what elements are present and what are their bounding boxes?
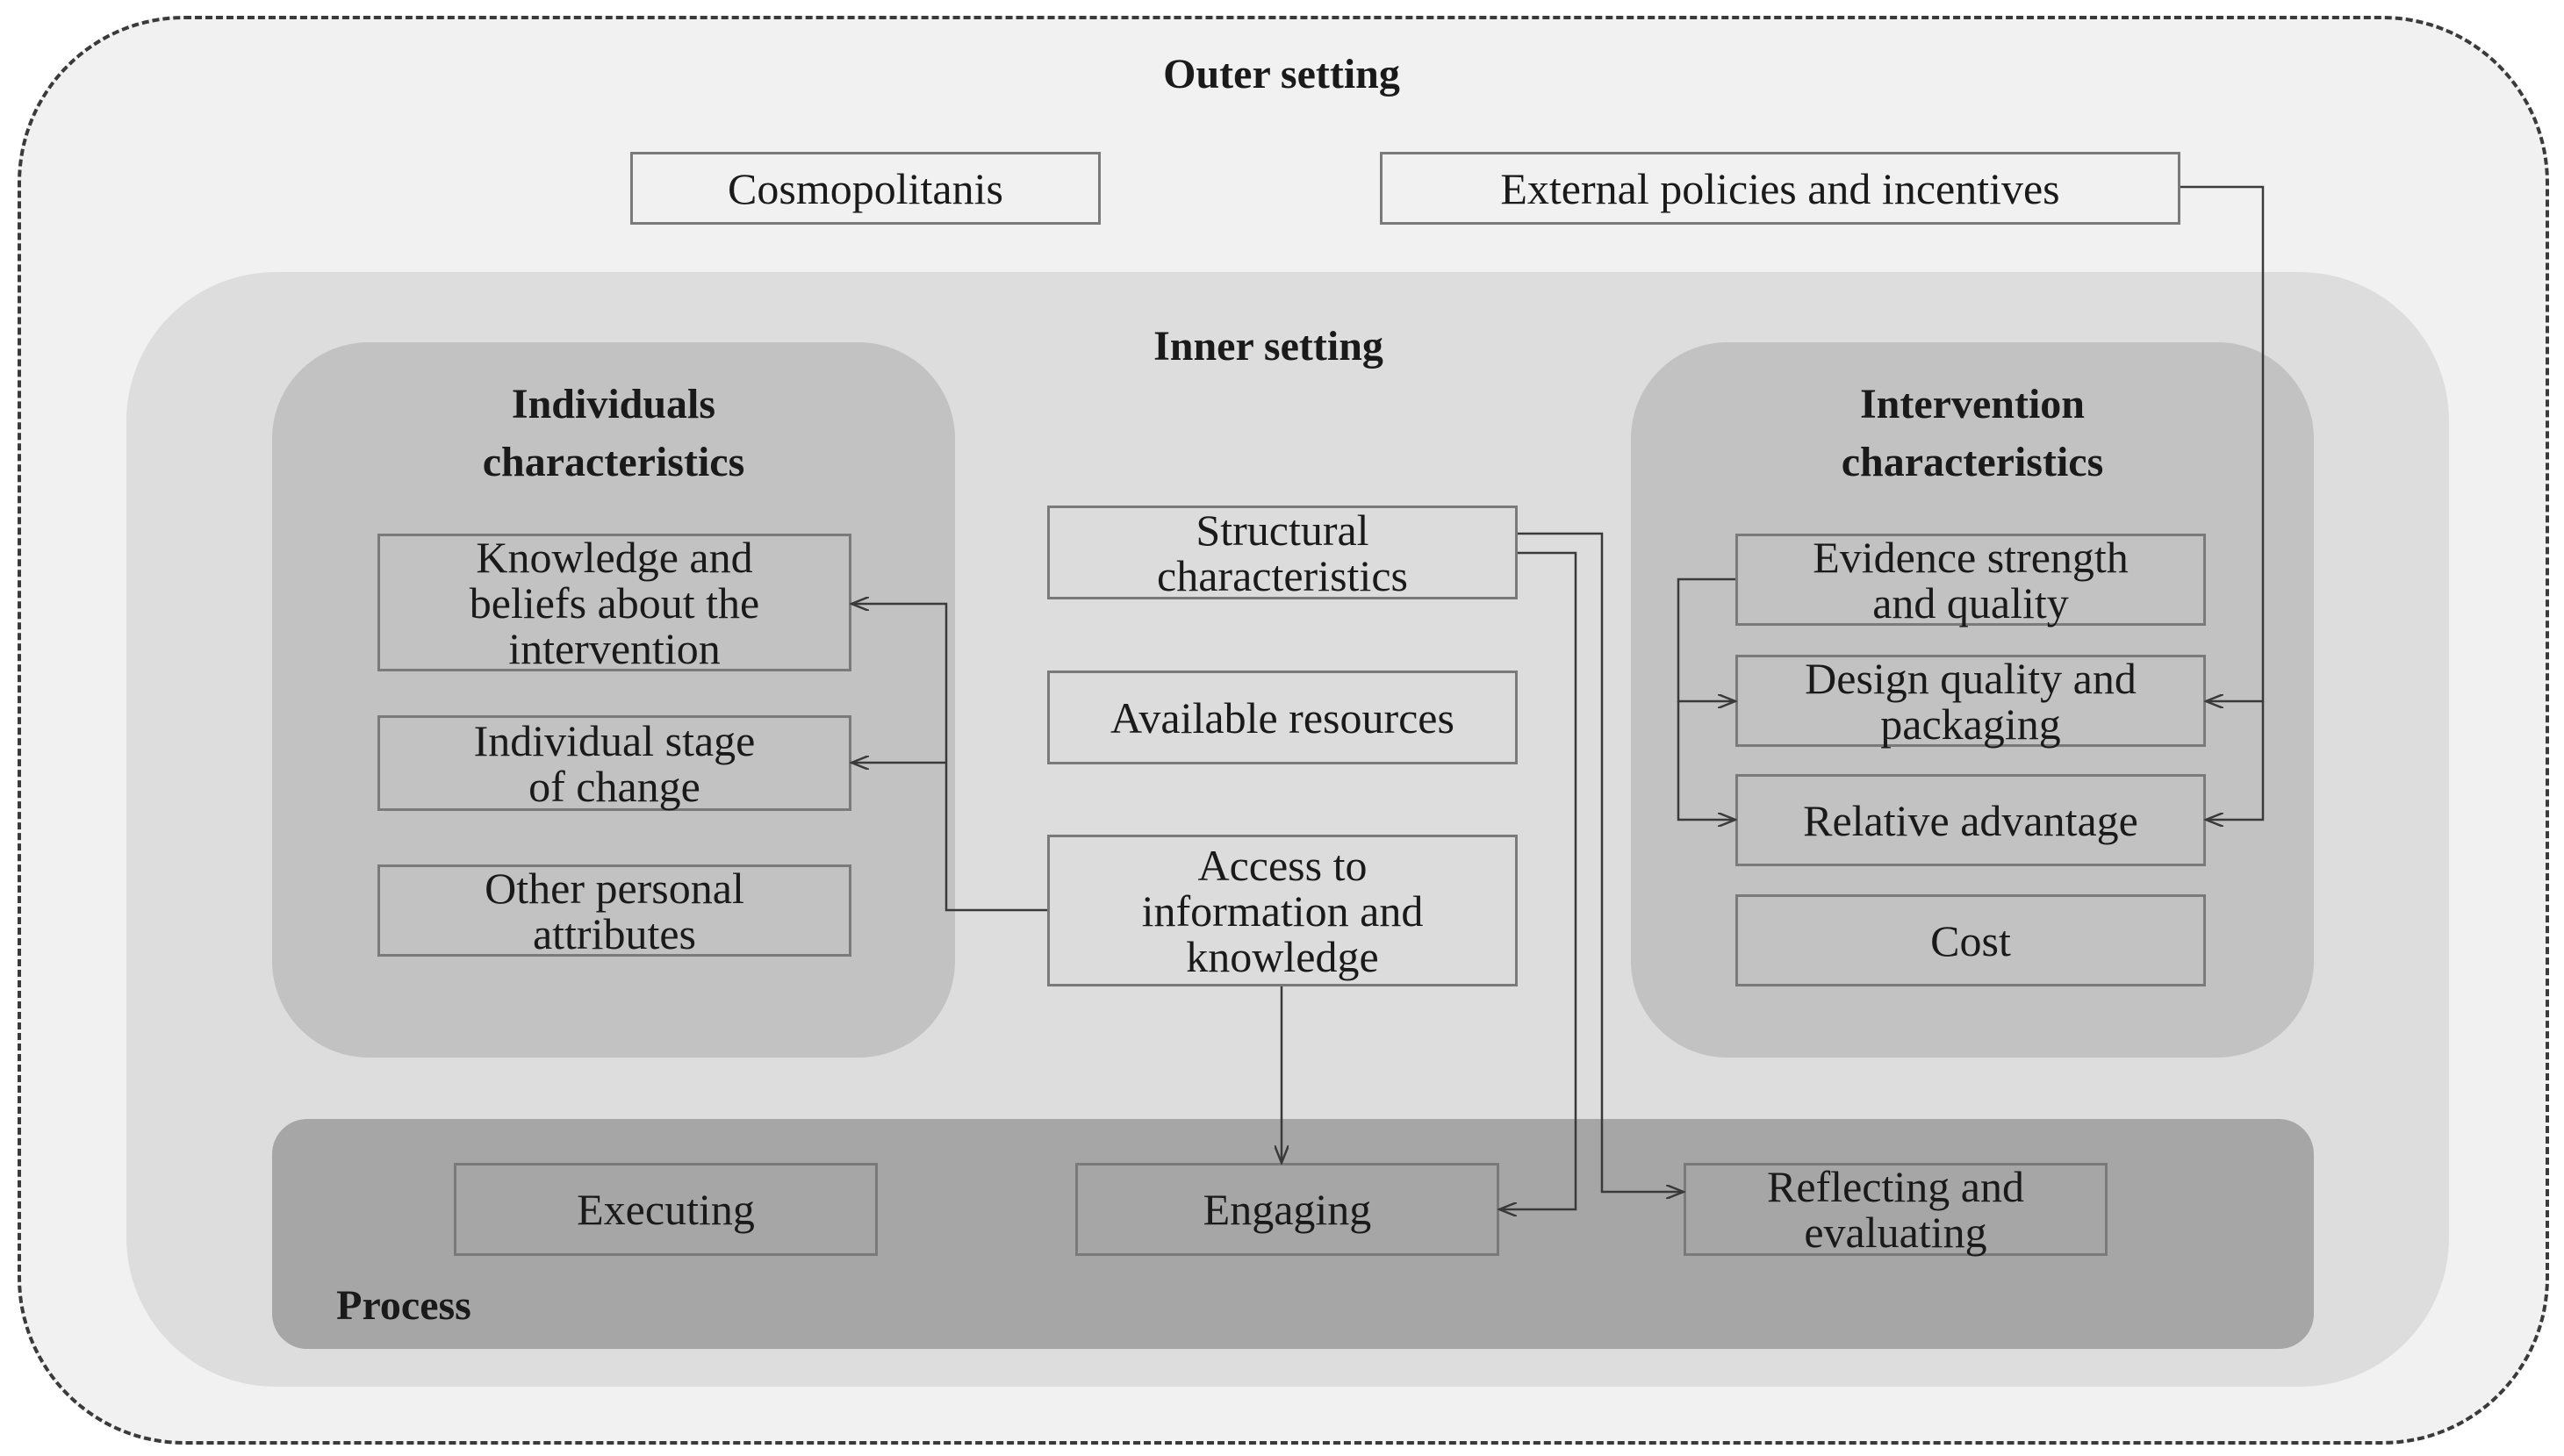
executing-box: Executing [454, 1163, 878, 1256]
available-resources-box: Available resources [1047, 671, 1518, 764]
other-personal-attributes-box: Other personal attributes [377, 864, 851, 957]
access-to-information-box: Access to information and knowledge [1047, 835, 1518, 986]
reflecting-evaluating-box: Reflecting and evaluating [1684, 1163, 2108, 1256]
knowledge-beliefs-box: Knowledge and beliefs about the interven… [377, 534, 851, 671]
structural-characteristics-box: Structural characteristics [1047, 506, 1518, 599]
engaging-box: Engaging [1075, 1163, 1499, 1256]
outer-setting-title: Outer setting [1163, 51, 1400, 97]
external-policies-box: External policies and incentives [1380, 152, 2180, 225]
evidence-strength-box: Evidence strength and quality [1735, 534, 2206, 626]
cost-box: Cost [1735, 894, 2206, 986]
relative-advantage-box: Relative advantage [1735, 774, 2206, 866]
individuals-characteristics-title: Individuals characteristics [482, 381, 745, 485]
process-title: Process [336, 1282, 471, 1329]
design-quality-box: Design quality and packaging [1735, 655, 2206, 747]
individual-stage-of-change-box: Individual stage of change [377, 715, 851, 811]
cosmopolitanis-box: Cosmopolitanis [630, 152, 1101, 225]
inner-setting-title: Inner setting [1153, 323, 1383, 369]
intervention-characteristics-title: Intervention characteristics [1841, 381, 2104, 485]
